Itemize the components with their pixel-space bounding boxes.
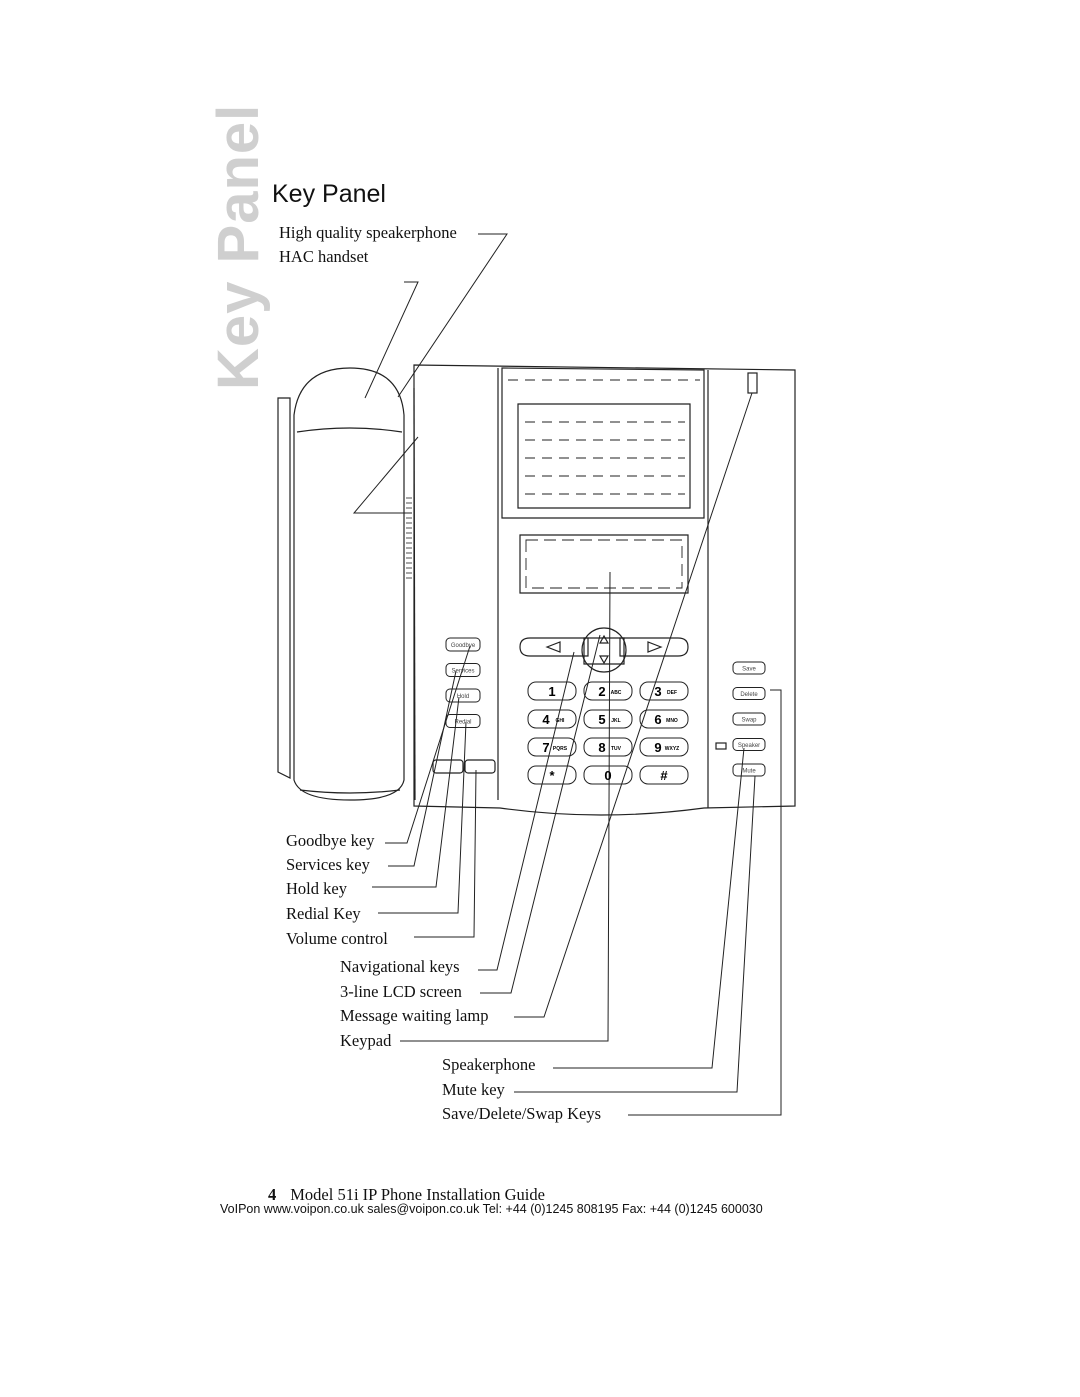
callout-volume (414, 769, 477, 938)
speaker-grille (406, 497, 412, 579)
label-speakerphone: Speakerphone (442, 1055, 536, 1074)
keypad-key-3: 3 DEF (639, 681, 689, 701)
phone-key-mute: Mute (732, 763, 766, 777)
keypad-digit: 8 (598, 740, 605, 755)
label-hold-key: Hold key (286, 879, 347, 898)
phone-key-goodbye: Goodbye (445, 637, 481, 652)
footer-contact: VoIPon www.voipon.co.uk sales@voipon.co.… (220, 1202, 763, 1216)
keypad-digit: 5 (598, 712, 605, 727)
volume-up-key (464, 759, 496, 774)
keypad-digit: 0 (604, 768, 611, 783)
keypad-key-7: 7 PQRS (527, 737, 577, 757)
label-services-key: Services key (286, 855, 370, 874)
keypad-digit: # (660, 768, 668, 783)
keypad-key-6: 6 MNO (639, 709, 689, 729)
keypad-letters: WXYZ (665, 746, 679, 752)
nav-left-key (519, 637, 589, 657)
keypad-digit: 3 (654, 684, 661, 699)
label-volume-control: Volume control (286, 929, 388, 948)
label-mute-key: Mute key (442, 1080, 505, 1099)
keypad-key-1: 1 (527, 681, 577, 701)
keypad-key-0: 0 (583, 765, 633, 785)
footer-title: Model 51i IP Phone Installation Guide (290, 1185, 545, 1204)
keypad-digit: 6 (654, 712, 661, 727)
phone-key-label: Delete (740, 692, 758, 698)
phone-key-delete: Delete (732, 687, 766, 700)
phone-key-services: Services (445, 663, 481, 677)
keypad-key-5: 5 JKL (583, 709, 633, 729)
footer-title-line: 4 Model 51i IP Phone Installation Guide (268, 1185, 545, 1205)
handset (293, 367, 405, 801)
keypad-letters: JKL (611, 718, 620, 724)
callout-hold (372, 696, 460, 888)
callout-nav (478, 651, 575, 971)
keypad-key-4: 4 GHI (527, 709, 577, 729)
keypad-digit: 9 (654, 740, 661, 755)
nav-right-key (619, 637, 689, 657)
phone-key-label: Save (742, 667, 756, 673)
label-message-lamp: Message waiting lamp (340, 1006, 489, 1025)
keypad-digit: * (549, 768, 555, 783)
keypad-letters: DEF (667, 690, 677, 696)
keypad-key-2: 2 ABC (583, 681, 633, 701)
phone-key-swap: Swap (732, 712, 766, 726)
keypad-digit: 2 (598, 684, 605, 699)
keypad-key-9: 9 WXYZ (639, 737, 689, 757)
callout-mute (514, 775, 756, 1093)
keypad-key-8: 8 TUV (583, 737, 633, 757)
callout-lamp (514, 392, 753, 1018)
phone-key-label: Speaker (738, 743, 760, 749)
phone-key-save: Save (732, 661, 766, 675)
keypad-key-hash: # (639, 765, 689, 785)
label-hac-handset: HAC handset (279, 247, 369, 266)
label-lcd-screen: 3-line LCD screen (340, 982, 462, 1001)
callout-save-delete-swap (628, 689, 782, 1116)
callout-handset (364, 281, 419, 399)
message-waiting-lamp (747, 372, 758, 394)
callout-speakerphone-hq (397, 233, 508, 398)
phone-key-label: Mute (742, 769, 756, 775)
keypad-letters: GHI (556, 718, 566, 724)
page-heading: Key Panel (272, 180, 386, 208)
callout-services (388, 670, 457, 867)
volume-down-key (432, 759, 464, 774)
callout-redial (378, 721, 467, 914)
keypad-digit: 7 (542, 740, 549, 755)
label-goodbye-key: Goodbye key (286, 831, 375, 850)
keypad-letters: MNO (666, 718, 678, 724)
handset-cradle (277, 397, 291, 779)
lcd-screen (519, 534, 689, 594)
page-number: 4 (268, 1185, 277, 1204)
display-window (517, 403, 691, 509)
phone-key-label: Services (451, 669, 474, 675)
label-redial-key: Redial Key (286, 904, 361, 923)
keypad-digit: 1 (548, 684, 555, 699)
phone-key-label: Swap (741, 718, 757, 724)
nav-center-ring (581, 627, 627, 673)
keypad-digit: 4 (542, 712, 550, 727)
keypad-letters: ABC (611, 690, 622, 696)
keypad-letters: PQRS (553, 746, 568, 752)
keypad-key-star: * (527, 765, 577, 785)
label-navigational-keys: Navigational keys (340, 957, 460, 976)
keypad-letters: TUV (611, 746, 622, 752)
phone-key-redial: Redial (445, 714, 481, 728)
phone-key-label: Hold (457, 694, 469, 700)
callout-lcd (480, 634, 601, 994)
phone-body (413, 364, 796, 816)
label-keypad: Keypad (340, 1031, 392, 1050)
label-speakerphone-hq: High quality speakerphone (279, 223, 457, 242)
phone-key-hold: Hold (445, 688, 481, 703)
callout-goodbye (385, 645, 471, 844)
phone-key-speaker: Speaker (732, 738, 766, 751)
callout-speakerphone (553, 747, 745, 1069)
label-save-delete-swap: Save/Delete/Swap Keys (442, 1104, 601, 1123)
phone-key-label: Goodbye (451, 643, 476, 649)
phone-key-label: Redial (454, 720, 471, 726)
